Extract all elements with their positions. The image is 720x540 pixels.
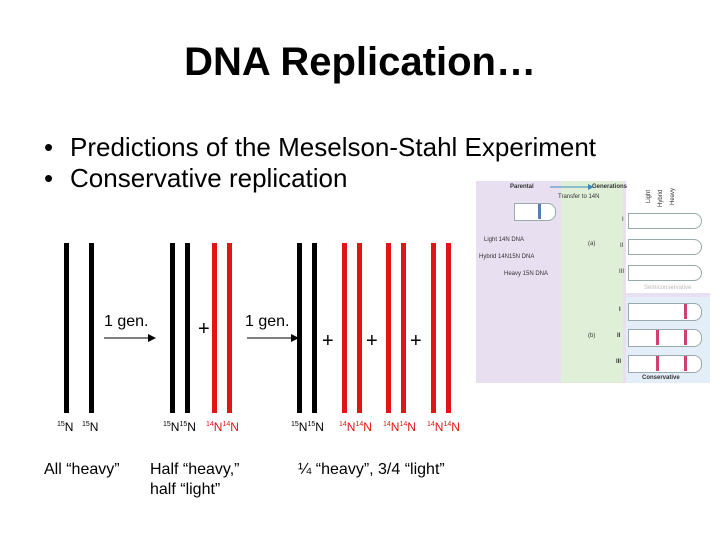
dna-strand-heavy — [64, 243, 69, 413]
isotope-label: 14N14N — [339, 420, 372, 434]
caption-all-heavy: All “heavy” — [44, 460, 120, 480]
caption-half-heavy: Half “heavy,” half “light” — [150, 460, 240, 500]
dna-strand-heavy — [89, 243, 94, 413]
dna-strand-light — [357, 243, 362, 413]
dna-strand-light — [446, 243, 451, 413]
isotope-label: 15N — [82, 420, 98, 434]
centrifuge-tube — [628, 213, 702, 229]
panel-label-a: (a) — [588, 241, 595, 247]
centrifuge-tube — [628, 265, 702, 281]
dna-strand-light — [212, 243, 217, 413]
isotope-label: 14N14N — [206, 420, 239, 434]
figure-label-light-dna: Light 14N DNA — [484, 237, 524, 243]
figure-label-parental: Parental — [510, 184, 534, 190]
dna-strand-light — [342, 243, 347, 413]
dna-strand-light — [227, 243, 232, 413]
light-band — [656, 356, 659, 371]
heavy-band — [684, 356, 687, 371]
centrifuge-tube — [628, 239, 702, 255]
isotope-label: 14N14N — [383, 420, 416, 434]
arrow-right-icon — [550, 183, 594, 191]
figure-label-generations: Generations — [592, 184, 627, 190]
roman-numeral: I — [619, 307, 621, 313]
dna-strand-light — [431, 243, 436, 413]
figure-label-semiconservative: Semiconservative — [644, 285, 691, 291]
dna-strand-heavy — [312, 243, 317, 413]
caption-line: Half “heavy,” — [150, 460, 240, 480]
roman-numeral: III — [619, 269, 624, 275]
caption-line: half “light” — [150, 480, 240, 500]
dna-strand-heavy — [297, 243, 302, 413]
bullet-item: Predictions of the Meselson-Stahl Experi… — [44, 132, 596, 163]
figure-label-conservative: Conservative — [642, 375, 680, 381]
figure-label-heavy-dna: Heavy 15N DNA — [504, 271, 548, 277]
light-band — [656, 330, 659, 345]
generations-column — [561, 181, 623, 383]
arrow-right-icon — [247, 332, 299, 344]
roman-numeral: II — [620, 243, 623, 249]
figure-label-hybrid: Hybrid — [658, 190, 664, 207]
centrifuge-tube — [628, 329, 702, 347]
dna-strand-heavy — [170, 243, 175, 413]
plus-sign: + — [322, 330, 334, 353]
dna-strand-heavy — [185, 243, 190, 413]
figure-label-heavy: Heavy — [670, 188, 676, 205]
isotope-label: 15N — [57, 420, 73, 434]
arrow-right-icon — [104, 332, 156, 344]
figure-label-hybrid-dna: Hybrid 14N15N DNA — [479, 254, 534, 260]
heavy-band — [684, 304, 687, 319]
meselson-stahl-figure: Parental Generations Transfer to 14N Lig… — [476, 181, 710, 383]
roman-numeral: II — [617, 333, 620, 339]
isotope-label: 14N14N — [427, 420, 460, 434]
dna-strand-light — [401, 243, 406, 413]
roman-numeral: I — [622, 217, 624, 223]
heavy-band — [684, 330, 687, 345]
dna-strand-light — [386, 243, 391, 413]
generation-label: 1 gen. — [104, 313, 148, 331]
panel-label-b: (b) — [588, 333, 595, 339]
centrifuge-tube — [514, 203, 556, 221]
figure-label-light: Light — [646, 190, 652, 203]
generation-label: 1 gen. — [245, 313, 289, 331]
figure-label-transfer: Transfer to 14N — [558, 194, 599, 200]
caption-quarter-heavy: ¼ “heavy”, 3/4 “light” — [298, 460, 445, 480]
page-title: DNA Replication… — [0, 40, 720, 85]
centrifuge-tube — [628, 303, 702, 321]
plus-sign: + — [410, 330, 422, 353]
heavy-band — [538, 204, 541, 219]
centrifuge-tube — [628, 355, 702, 373]
roman-numeral: III — [616, 359, 621, 365]
plus-sign: + — [198, 318, 210, 341]
isotope-label: 15N15N — [291, 420, 324, 434]
isotope-label: 15N15N — [163, 420, 196, 434]
plus-sign: + — [366, 330, 378, 353]
